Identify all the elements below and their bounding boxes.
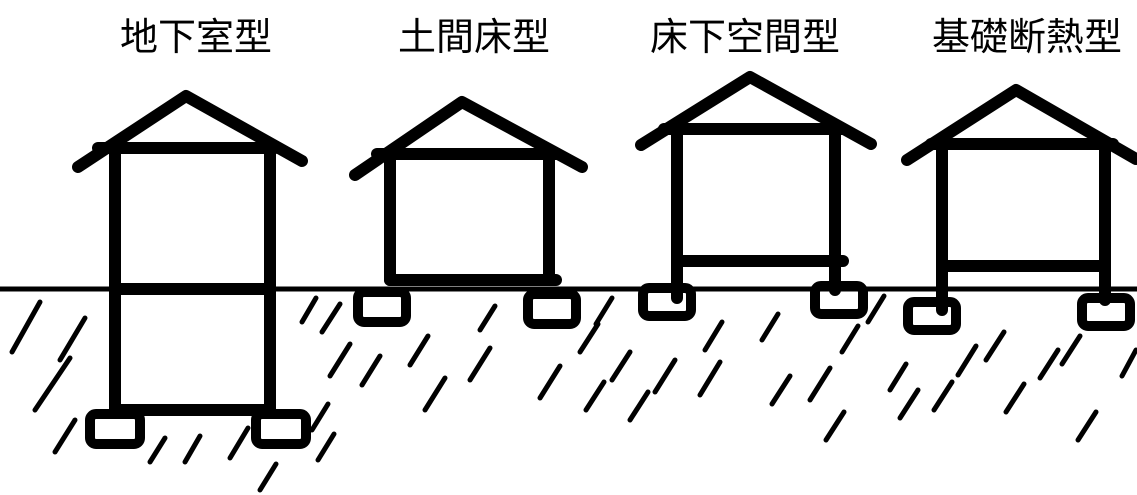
house-basement [72,90,311,449]
label-basement-type: 地下室型 [120,15,273,59]
hatch-stroke [609,349,633,383]
house-crawlspace [635,71,877,321]
hatch-stroke [1003,381,1027,415]
hatch-stroke [823,409,847,443]
hatch-stroke [52,417,78,455]
hatch-stroke [807,365,833,403]
hatch-stroke [57,315,88,363]
hatch-stroke [593,295,615,327]
hatch-stroke [931,379,955,413]
hatch-stroke [887,361,909,393]
hatch-stroke [1075,409,1099,443]
footing-left-foundation-insulation [903,297,961,335]
hatch-stroke [577,321,601,355]
hatch-stroke [315,431,337,463]
hatch-stroke [9,299,43,355]
hatch-stroke [147,435,168,465]
hatch-stroke [257,461,279,493]
hatch-stroke [407,333,431,368]
hatch-stroke [309,401,331,433]
hatch-stroke [839,323,861,355]
label-crawlspace-type: 床下空間型 [650,15,841,59]
footing-left-basement [85,409,145,449]
house-foundation-insulation [901,84,1137,335]
footing-right-foundation-insulation [1077,293,1135,331]
hatch-stroke [759,311,781,343]
hatch-stroke [299,295,319,325]
hatch-stroke [1059,333,1083,367]
hatch-stroke [32,355,73,413]
footing-left-doma [353,287,411,327]
hatch-stroke [327,341,353,379]
hatch-stroke [537,363,563,401]
hatch-stroke [702,319,725,353]
hatch-stroke [897,387,921,421]
hatch-stroke [627,389,651,423]
hatch-stroke [697,359,723,398]
hatch-stroke [769,373,793,407]
hatch-stroke [227,425,251,461]
footing-left-crawlspace [638,283,696,321]
hatch-stroke [652,357,678,395]
hatch-stroke [422,375,448,413]
label-doma-floor-type: 土間床型 [398,15,551,59]
hatch-stroke [477,303,498,333]
roof-crawlspace [635,71,877,151]
hatch-stroke [955,343,979,378]
hatch-stroke [467,345,493,383]
roof-foundation-insulation [901,84,1137,166]
hatch-stroke [182,433,203,465]
footing-right-basement [251,409,311,449]
footing-right-crawlspace [810,281,868,319]
hatch-stroke [319,301,343,335]
house-doma [349,96,588,329]
hatch-stroke [359,353,383,388]
hatch-stroke [983,329,1007,363]
hatch-stroke [1037,347,1061,381]
hatch-stroke [865,293,887,325]
soil-hatching [9,293,1137,493]
hatch-stroke [583,379,607,413]
label-foundation-insulation-type: 基礎断熱型 [932,15,1123,59]
footing-right-doma [523,289,581,329]
hatch-stroke [1119,347,1137,379]
